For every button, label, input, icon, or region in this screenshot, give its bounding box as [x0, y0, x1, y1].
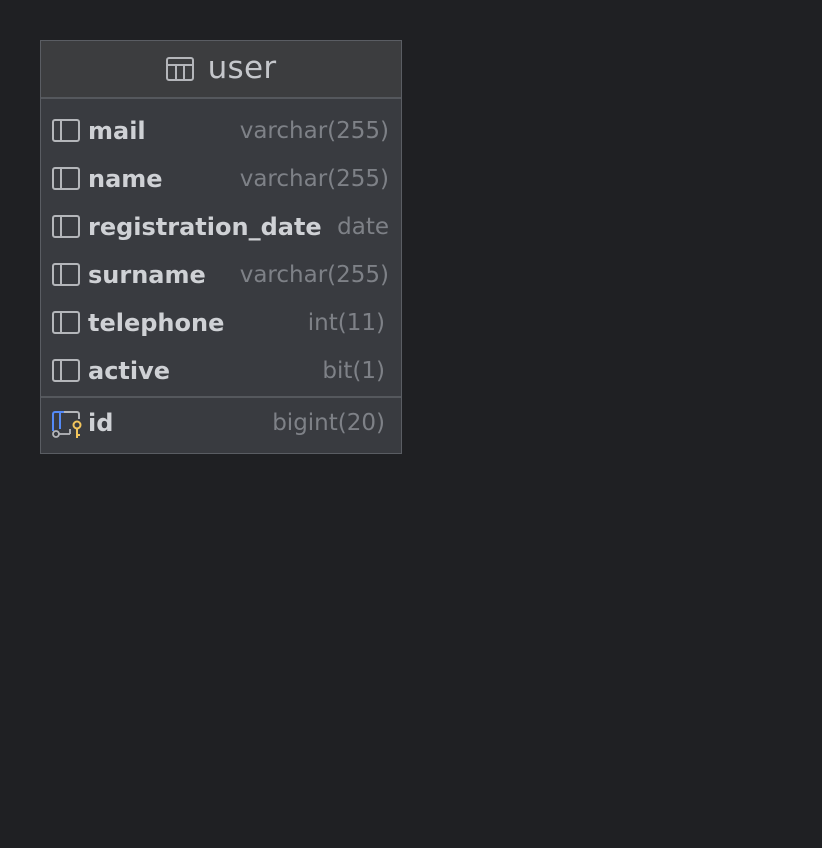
table-header[interactable]: user [41, 41, 401, 99]
column-icon [52, 215, 80, 239]
table-icon [165, 57, 194, 81]
column-row-active[interactable]: active bit(1) [41, 348, 401, 396]
primary-key-icon [52, 411, 82, 438]
column-icon [52, 263, 80, 287]
column-name: surname [88, 261, 206, 289]
column-name: telephone [88, 309, 225, 337]
column-icon [52, 359, 80, 383]
column-row-mail[interactable]: mail varchar(255) [41, 108, 401, 156]
column-icon [52, 167, 80, 191]
column-name: active [88, 357, 171, 385]
primary-key-list: id bigint(20) [41, 398, 401, 450]
column-type: varchar(255) [239, 262, 389, 288]
column-row-telephone[interactable]: telephone int(11) [41, 300, 401, 348]
column-row-registration-date[interactable]: registration_date date [41, 204, 401, 252]
column-row-surname[interactable]: surname varchar(255) [41, 252, 401, 300]
column-icon [52, 119, 80, 143]
column-name: mail [88, 117, 146, 145]
column-type: bigint(20) [272, 410, 385, 436]
column-row-id[interactable]: id bigint(20) [41, 400, 401, 450]
column-type: date [337, 214, 389, 240]
column-list: mail varchar(255) name varchar(255) [41, 99, 401, 396]
column-name: registration_date [88, 213, 322, 241]
table-node-user[interactable]: user mail varchar(255) [40, 40, 402, 454]
primary-key-divider [41, 396, 401, 398]
column-row-name[interactable]: name varchar(255) [41, 156, 401, 204]
column-type: varchar(255) [239, 118, 389, 144]
column-icon [52, 311, 80, 335]
column-type: varchar(255) [239, 166, 389, 192]
column-name: id [88, 409, 114, 437]
column-type: bit(1) [322, 358, 385, 384]
column-type: int(11) [307, 310, 385, 336]
table-title: user [207, 50, 277, 86]
column-name: name [88, 165, 163, 193]
